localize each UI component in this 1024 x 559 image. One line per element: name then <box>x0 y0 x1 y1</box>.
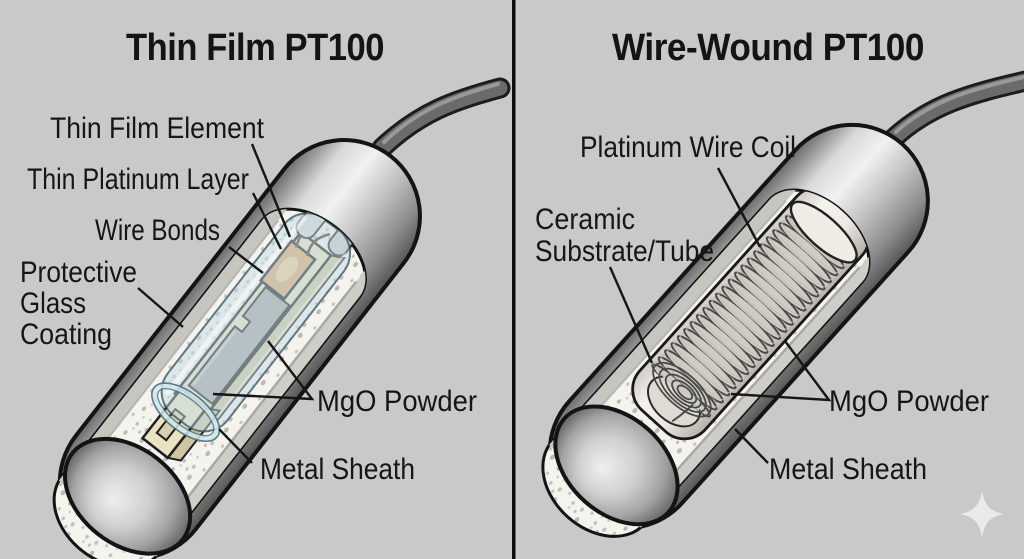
coil-end-rings <box>652 361 712 418</box>
label-ceramic-line1: Ceramic <box>535 203 635 236</box>
label-metal-sheath-left: Metal Sheath <box>260 453 415 486</box>
right-panel-title: Wire-Wound PT100 <box>612 27 924 69</box>
label-thin-platinum-layer: Thin Platinum Layer <box>27 163 249 196</box>
left-panel: Thin Film PT100 Thin Film Element Thin P… <box>20 27 511 559</box>
right-cable <box>883 70 1024 149</box>
thin-film-assembly <box>140 198 364 462</box>
leader-thin-film-element <box>250 143 292 238</box>
leader-platinum-wire-coil <box>716 167 762 248</box>
leader-metal-sheath-right <box>734 428 769 464</box>
wire-wound-assembly <box>631 186 871 441</box>
sparkle-icon <box>960 491 1004 537</box>
label-protective-line1: Protective <box>20 256 137 289</box>
leader-mgo-powder-right <box>730 340 832 402</box>
glass-coating-shape <box>161 213 351 432</box>
left-panel-title: Thin Film PT100 <box>126 27 384 69</box>
label-protective-line3: Coating <box>20 318 112 351</box>
left-probe-illustration <box>22 109 450 559</box>
left-cable <box>371 77 511 159</box>
right-panel: Wire-Wound PT100 Platinum Wire Coil Cera… <box>511 27 1024 559</box>
label-thin-film-element: Thin Film Element <box>50 112 265 145</box>
label-mgo-powder-left: MgO Powder <box>317 385 477 418</box>
leader-mgo-powder-left <box>212 340 315 401</box>
label-metal-sheath-right: Metal Sheath <box>769 453 927 486</box>
label-mgo-powder-right: MgO Powder <box>829 385 989 418</box>
ceramic-tube-end-face <box>789 200 858 264</box>
platinum-coil-shape <box>648 206 853 421</box>
leader-metal-sheath-left <box>218 428 253 464</box>
leader-ceramic-substrate <box>608 266 654 364</box>
glass-highlight <box>164 214 308 397</box>
leader-thin-platinum-layer <box>251 192 283 250</box>
leader-wire-bonds <box>228 246 264 274</box>
label-ceramic-line2: Substrate/Tube <box>535 235 714 268</box>
label-platinum-wire-coil: Platinum Wire Coil <box>580 131 796 164</box>
leader-protective-glass <box>137 287 184 328</box>
label-protective-line2: Glass <box>20 287 86 320</box>
glass-dome-rim <box>151 382 221 442</box>
right-probe-illustration <box>511 94 959 559</box>
label-wire-bonds: Wire Bonds <box>95 214 220 247</box>
panel-divider <box>512 0 516 559</box>
